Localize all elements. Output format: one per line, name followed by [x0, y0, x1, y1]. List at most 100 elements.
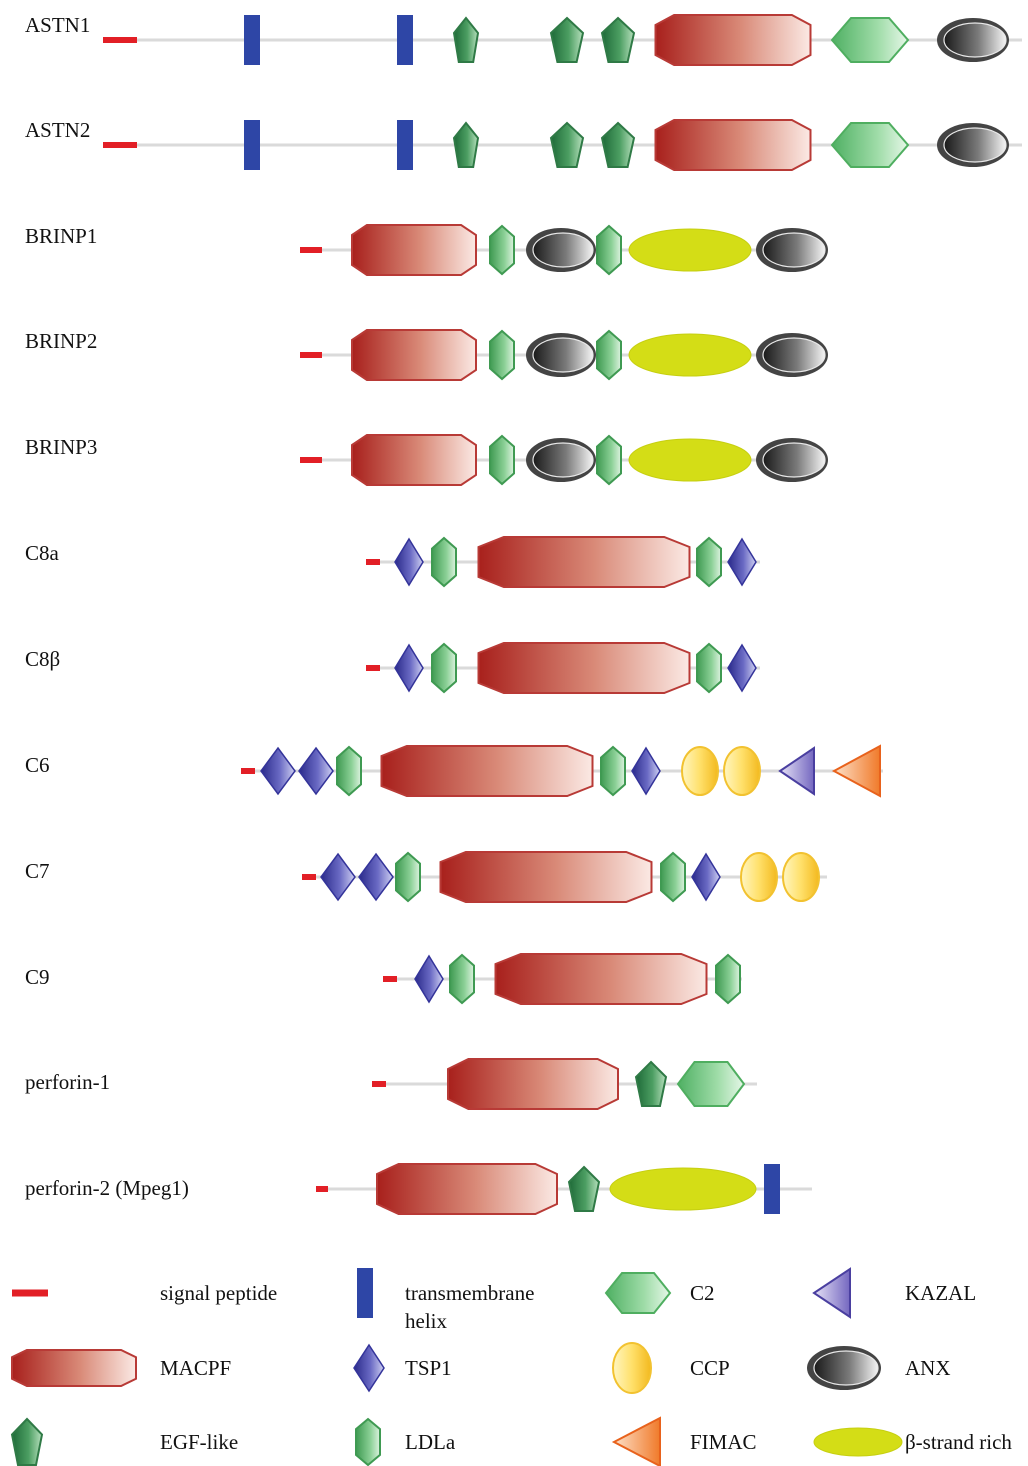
signal-peptide-domain — [300, 247, 322, 253]
ccp-domain — [723, 746, 761, 796]
macpf-legend-swatch — [11, 1349, 137, 1387]
ccp-legend-swatch — [612, 1342, 652, 1394]
beta-strand-rich-domain — [628, 333, 752, 377]
fimac-legend-swatch — [611, 1416, 661, 1466]
egf-like-domain — [567, 1165, 601, 1212]
protein-row: BRINP3 — [25, 434, 828, 486]
transmembrane-helix-domain — [397, 120, 413, 170]
signal-peptide-domain — [300, 457, 322, 463]
protein-name: BRINP1 — [25, 224, 97, 248]
legend-label: CCP — [690, 1356, 730, 1380]
transmembrane-helix-domain — [244, 15, 260, 65]
protein-name: C8a — [25, 541, 60, 565]
anx-domain — [937, 18, 1009, 62]
tsp1-domain — [727, 643, 757, 693]
macpf-domain — [380, 745, 594, 797]
egf-like-domain — [600, 121, 636, 168]
legend-label: EGF-like — [160, 1430, 238, 1454]
legend-label: signal peptide — [160, 1281, 277, 1305]
anx-domain — [526, 228, 596, 272]
legend-item: LDLa — [355, 1417, 456, 1466]
c2-legend-swatch — [604, 1272, 672, 1314]
macpf-domain — [494, 953, 708, 1005]
tsp1-domain — [298, 746, 334, 796]
legend-item: C2 — [604, 1272, 715, 1314]
legend-item: KAZAL — [812, 1267, 976, 1319]
ldla-domain — [449, 953, 475, 1005]
transmembrane-helix-domain — [764, 1164, 780, 1214]
egf-like-domain — [549, 121, 585, 168]
legend-item: FIMAC — [611, 1416, 757, 1466]
c2-domain — [830, 122, 910, 168]
ldla-domain — [489, 434, 515, 486]
protein-row: C8a — [25, 536, 760, 588]
protein-name: C6 — [25, 753, 50, 777]
ldla-domain — [489, 329, 515, 381]
tsp1-domain — [320, 852, 356, 902]
protein-row: BRINP1 — [25, 224, 828, 276]
ldla-domain — [431, 642, 457, 694]
ccp-domain — [782, 852, 820, 902]
tsp1-domain — [691, 852, 721, 902]
protein-rows: ASTN1ASTN2BRINP1BRINP2BRINP3C8aC8βC6C7C9… — [25, 13, 1022, 1215]
beta-strand-rich-domain — [609, 1167, 757, 1211]
signal-peptide-domain — [366, 665, 380, 671]
ldla-domain — [596, 434, 622, 486]
legend-item: EGF-like — [10, 1417, 238, 1466]
tsp1-domain — [358, 852, 394, 902]
kazal-domain — [778, 746, 815, 796]
protein-row: ASTN2 — [25, 118, 1022, 171]
signal-peptide-legend-swatch — [12, 1289, 48, 1297]
protein-name: BRINP2 — [25, 329, 97, 353]
ldla-legend-swatch — [355, 1417, 381, 1466]
signal-peptide-domain — [383, 976, 397, 982]
egf-like-domain — [452, 121, 480, 168]
protein-row: BRINP2 — [25, 329, 828, 381]
ldla-domain — [600, 745, 626, 797]
tsp1-domain — [260, 746, 296, 796]
macpf-domain — [447, 1058, 619, 1110]
signal-peptide-domain — [103, 37, 137, 43]
kazal-legend-swatch — [812, 1267, 851, 1319]
legend-item: MACPF — [11, 1349, 231, 1387]
anx-legend-swatch — [807, 1346, 881, 1390]
macpf-domain — [376, 1163, 558, 1215]
protein-name: perforin-1 — [25, 1070, 110, 1094]
protein-row: perforin-2 (Mpeg1) — [25, 1163, 812, 1215]
macpf-domain — [439, 851, 653, 903]
legend-item: TSP1 — [353, 1343, 452, 1393]
transmembrane-helix-domain — [397, 15, 413, 65]
legend-label: MACPF — [160, 1356, 231, 1380]
signal-peptide-domain — [103, 142, 137, 148]
legend-label: TSP1 — [405, 1356, 452, 1380]
egf-like-domain — [452, 16, 480, 63]
macpf-domain — [351, 224, 477, 276]
egf-like-domain — [634, 1060, 668, 1107]
anx-domain — [937, 123, 1009, 167]
egf-like-domain — [549, 16, 585, 63]
tsp1-domain — [394, 537, 424, 587]
protein-name: C8β — [25, 647, 60, 671]
legend-item: ANX — [807, 1346, 951, 1390]
protein-name: perforin-2 (Mpeg1) — [25, 1176, 189, 1200]
protein-name: ASTN1 — [25, 13, 90, 37]
beta-strand-rich-domain — [628, 438, 752, 482]
ldla-domain — [660, 851, 686, 903]
c2-domain — [830, 17, 910, 63]
signal-peptide-domain — [302, 874, 316, 880]
ldla-domain — [696, 642, 722, 694]
ldla-domain — [596, 329, 622, 381]
ldla-domain — [696, 536, 722, 588]
ccp-domain — [740, 852, 778, 902]
anx-domain — [526, 438, 596, 482]
transmembrane-helix-domain — [244, 120, 260, 170]
protein-row: perforin-1 — [25, 1058, 757, 1110]
beta-strand-rich-legend-swatch — [813, 1427, 903, 1457]
legend-label: FIMAC — [690, 1430, 757, 1454]
protein-row: ASTN1 — [25, 13, 1022, 66]
transmembrane-helix-legend-swatch — [357, 1268, 373, 1318]
ldla-domain — [431, 536, 457, 588]
